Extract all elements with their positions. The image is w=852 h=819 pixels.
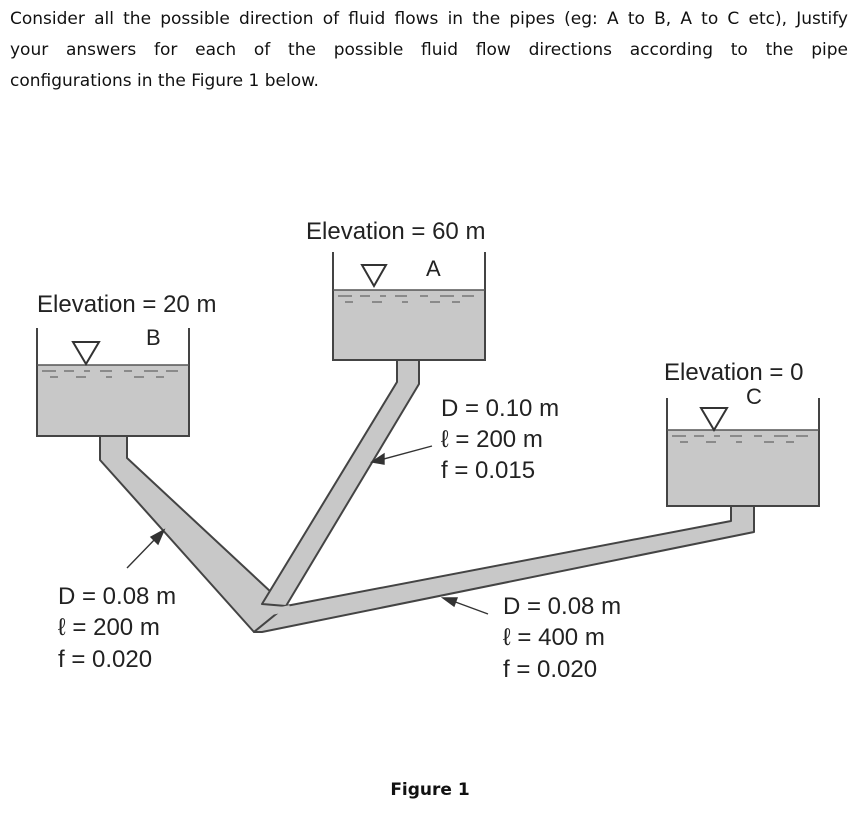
pipe-b-length: ℓ = 200 m: [58, 614, 160, 641]
pipe-a: [261, 359, 420, 607]
elevation-label-b: Elevation = 20 m: [37, 291, 216, 318]
pipe-b-diameter: D = 0.08 m: [58, 583, 176, 610]
reservoir-c: [666, 398, 820, 507]
question-line-3: configurations in the Figure 1 below.: [10, 71, 319, 91]
pipe-c: [253, 505, 755, 633]
pipe-a-friction: f = 0.015: [441, 457, 535, 484]
figure-caption: Figure 1: [390, 780, 470, 800]
reservoir-b: [36, 328, 190, 437]
pipe-c-friction: f = 0.020: [503, 656, 597, 683]
water-level-triangle-icon: [71, 341, 101, 366]
pipe-a-length: ℓ = 200 m: [441, 426, 543, 453]
pipe-c-diameter: D = 0.08 m: [503, 593, 621, 620]
reservoir-name-b: B: [146, 325, 161, 350]
pipe-b-friction: f = 0.020: [58, 646, 152, 673]
reservoir-name-c: C: [746, 384, 762, 409]
leader-arrows: [126, 445, 489, 615]
reservoir-a: [332, 252, 486, 361]
water-level-triangle-icon: [699, 407, 729, 432]
question-line-2: your answers for each of the possible fl…: [10, 40, 848, 60]
question-line-1: Consider all the possible direction of f…: [10, 9, 848, 29]
pipe-a-diameter: D = 0.10 m: [441, 395, 559, 422]
question-text: Consider all the possible direction of f…: [10, 4, 848, 97]
elevation-label-a: Elevation = 60 m: [306, 218, 485, 245]
elevation-label-c: Elevation = 0: [664, 359, 803, 386]
water-level-triangle-icon: [360, 264, 388, 289]
pipe-c-length: ℓ = 400 m: [503, 624, 605, 651]
pipe-network: [99, 359, 755, 633]
reservoir-name-a: A: [426, 256, 441, 281]
